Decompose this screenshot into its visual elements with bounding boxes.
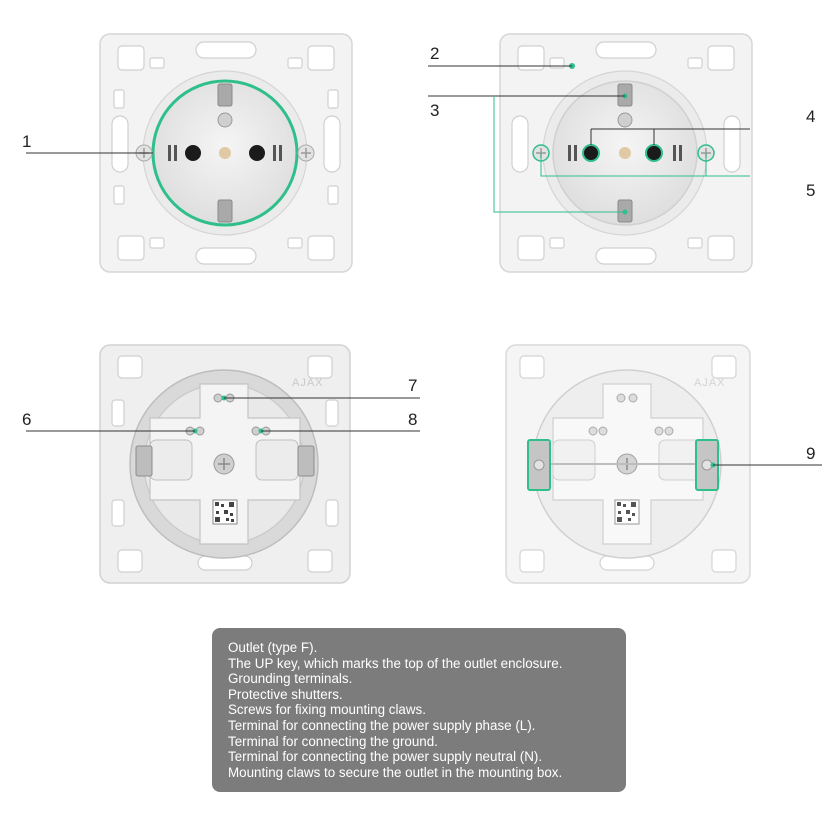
callout-6: 6 xyxy=(22,410,31,429)
brand-mark-right: AJAX xyxy=(694,377,726,389)
callout-8: 8 xyxy=(408,410,417,429)
callout-7: 7 xyxy=(408,376,417,395)
legend-item-5: Screws for fixing mounting claws. xyxy=(228,702,426,718)
front-view-left xyxy=(99,33,353,273)
back-view-left: AJAX xyxy=(99,344,351,584)
legend-item-9: Mounting claws to secure the outlet in t… xyxy=(228,764,563,780)
legend-item-2: The UP key, which marks the top of the o… xyxy=(228,655,563,671)
callout-5: 5 xyxy=(806,181,815,200)
callout-2: 2 xyxy=(430,44,439,63)
back-view-right: AJAX xyxy=(505,344,751,584)
legend-list: Outlet (type F). The UP key, which marks… xyxy=(228,640,612,780)
legend-box: Outlet (type F). The UP key, which marks… xyxy=(212,628,626,792)
callout-3: 3 xyxy=(430,101,439,120)
callout-1: 1 xyxy=(22,132,31,151)
legend-item-4: Protective shutters. xyxy=(228,686,343,702)
leader-lines xyxy=(26,65,822,466)
callout-9: 9 xyxy=(806,444,815,463)
legend-item-7: Terminal for connecting the ground. xyxy=(228,733,438,749)
legend-item-3: Grounding terminals. xyxy=(228,671,353,687)
legend-item-6: Terminal for connecting the power supply… xyxy=(228,717,536,733)
legend-item-1: Outlet (type F). xyxy=(228,640,318,655)
outlet-diagram: AJAX xyxy=(22,33,822,584)
front-view-right xyxy=(499,33,753,273)
brand-mark-left: AJAX xyxy=(292,377,324,389)
legend-item-8: Terminal for connecting the power supply… xyxy=(228,749,543,765)
callout-4: 4 xyxy=(806,107,815,126)
